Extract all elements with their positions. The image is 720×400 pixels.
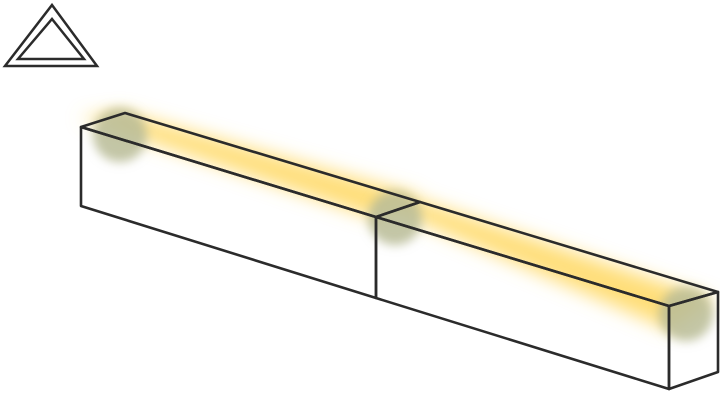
glow-segment-left — [80, 112, 420, 220]
glow-segment-right — [380, 200, 715, 330]
joint-markers — [93, 108, 713, 341]
joint-marker-middle — [368, 191, 422, 245]
joint-marker-left-end — [93, 108, 147, 162]
joint-marker-right-end — [659, 287, 713, 341]
segment-right-end-face — [667, 290, 720, 391]
bar-segment-right — [374, 200, 720, 391]
bar-outline — [79, 111, 720, 391]
light-glow — [80, 112, 715, 330]
double-outline-triangle-icon — [2, 2, 100, 68]
